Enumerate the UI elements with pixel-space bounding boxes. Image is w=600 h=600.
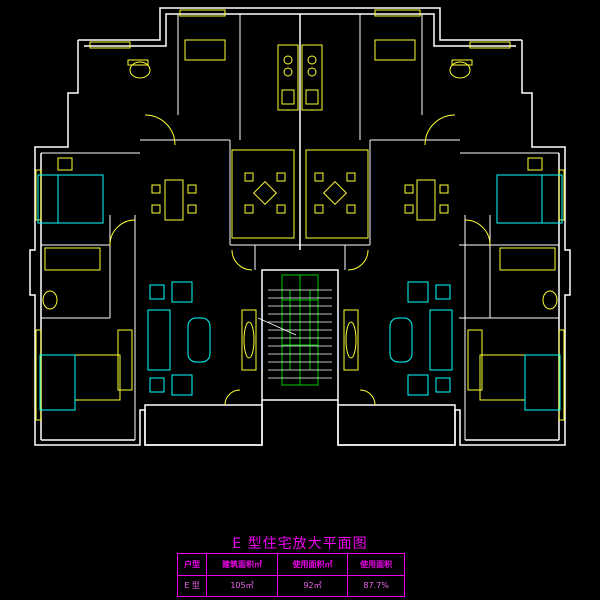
outer-walls	[29, 7, 571, 446]
area-table: 户型 建筑面积㎡ 使用面积㎡ 使用面积 E 型 105㎡ 92㎡ 87.7%	[176, 553, 405, 597]
interior-walls	[41, 14, 559, 440]
cell-usable-ratio: 87.7%	[347, 574, 405, 597]
windows-and-fixtures	[35, 9, 565, 421]
furniture	[57, 157, 543, 401]
cell-usable-area: 92㎡	[276, 574, 349, 597]
cell-unit-type: E 型	[176, 574, 208, 597]
header-usable-area: 使用面积㎡	[276, 553, 349, 576]
stair-treads	[257, 289, 332, 379]
header-unit-type: 户型	[176, 553, 208, 576]
beds-and-sofas	[37, 174, 563, 411]
area-table-header-row: 户型 建筑面积㎡ 使用面积㎡ 使用面积	[176, 553, 405, 576]
header-building-area: 建筑面积㎡	[206, 553, 278, 576]
header-usable-ratio: 使用面积	[347, 553, 405, 576]
drawing-title: E 型住宅放大平面图	[232, 536, 368, 552]
area-table-value-row: E 型 105㎡ 92㎡ 87.7%	[176, 574, 405, 597]
cell-building-area: 105㎡	[206, 574, 278, 597]
